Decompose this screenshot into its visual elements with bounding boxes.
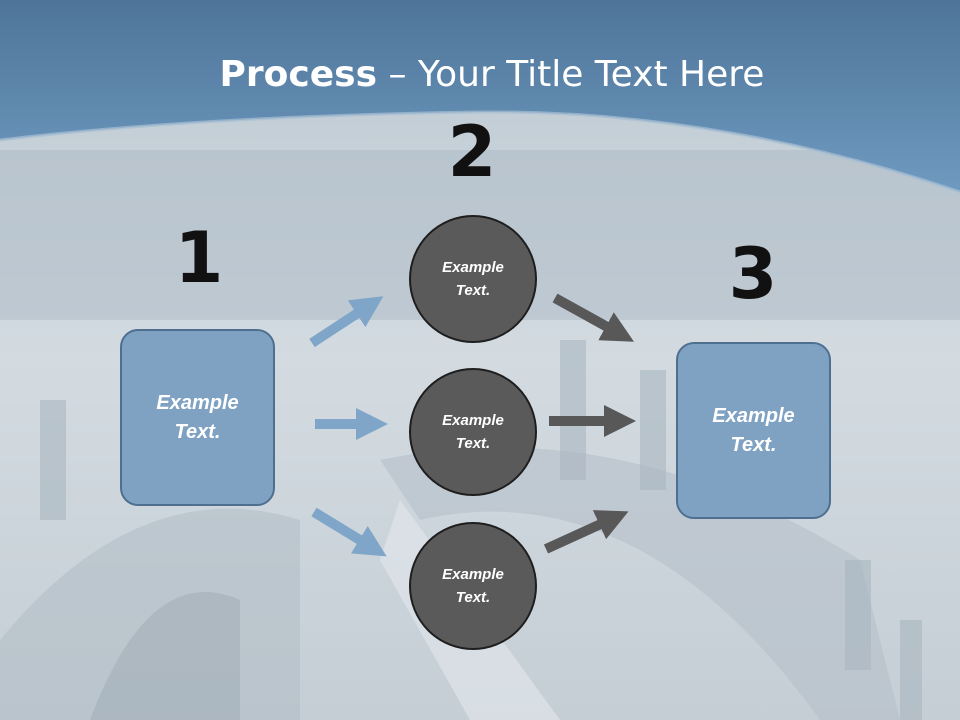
step-1-box: Example Text. <box>120 329 275 506</box>
step-2-circle-bottom: Example Text. <box>409 522 537 650</box>
circle-text: Example Text. <box>442 259 504 299</box>
circle-text: Example Text. <box>442 566 504 606</box>
arrow-gray-down <box>552 293 634 342</box>
arrow-gray-up <box>543 510 629 554</box>
step-2-circle-top: Example Text. <box>409 215 537 343</box>
step-number-2: 2 <box>447 111 497 193</box>
step-2-circle-middle: Example Text. <box>409 368 537 496</box>
step-1-box-text: Example Text. <box>156 391 239 443</box>
step-number-3: 3 <box>728 233 778 315</box>
step-3-box-text: Example Text. <box>712 404 795 456</box>
step-3-box: Example Text. <box>676 342 831 519</box>
step-number-1: 1 <box>174 217 224 299</box>
arrow-blue-down <box>311 507 387 557</box>
circle-text: Example Text. <box>442 412 504 452</box>
slide-title: Process – Your Title Text Here <box>0 52 960 98</box>
arrow-blue-up <box>309 296 384 348</box>
title-rest: – Your Title Text Here <box>377 54 765 95</box>
title-bold: Process <box>219 54 378 95</box>
